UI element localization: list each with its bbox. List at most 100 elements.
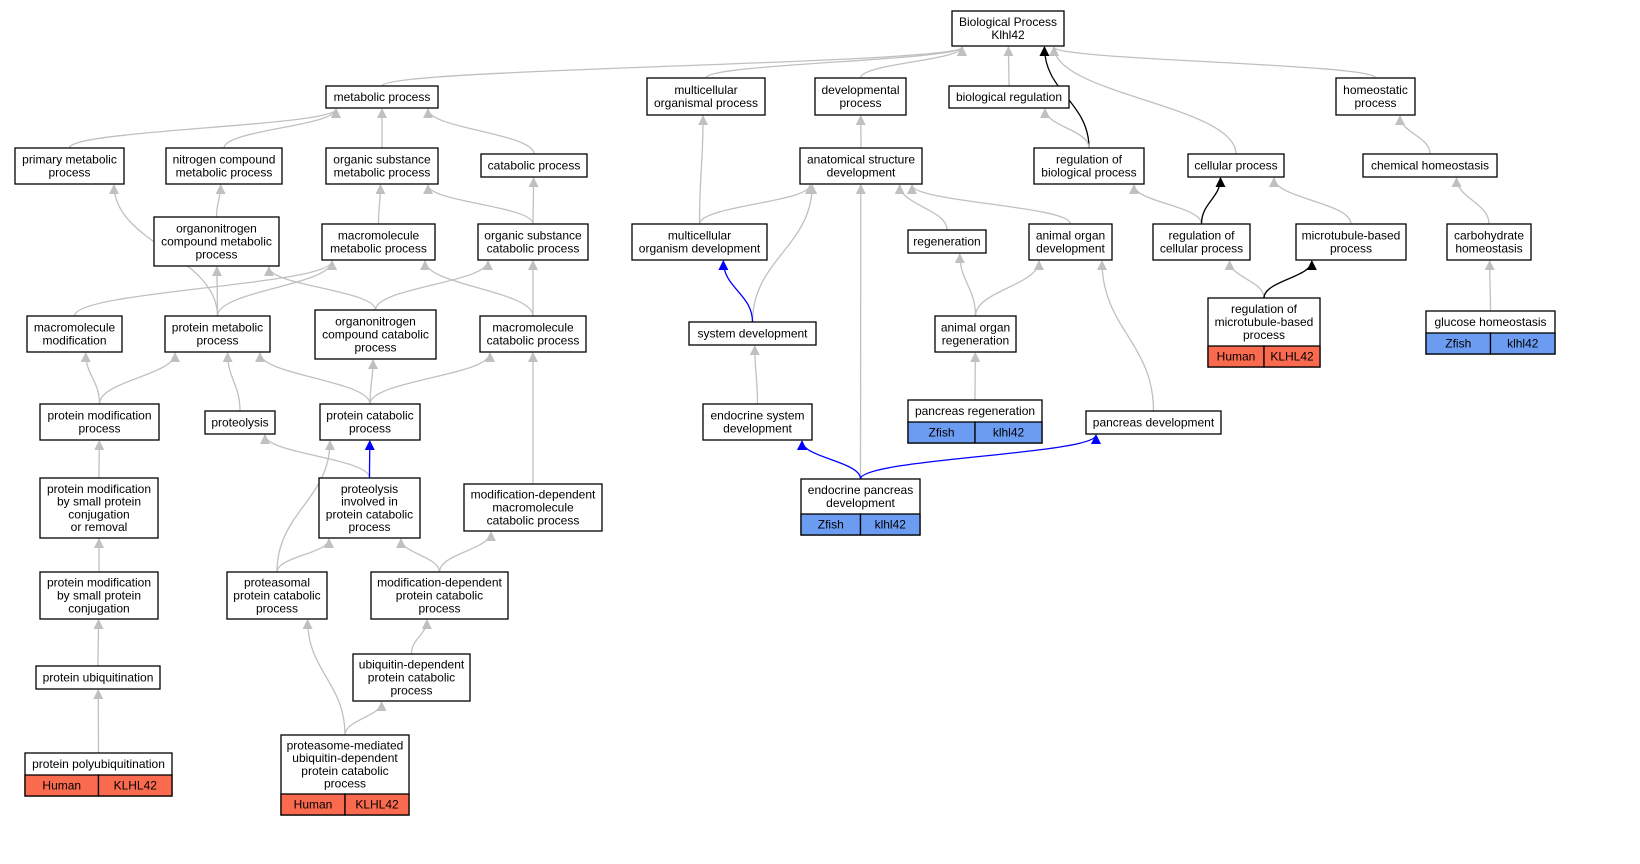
node-box [951, 10, 1065, 47]
node-regeneration: regeneration [907, 229, 987, 254]
node-label-line: development [1036, 241, 1105, 255]
node-box [26, 315, 123, 353]
edge-multicellular-proc-to-bp [705, 46, 967, 79]
node-label-line: process [1330, 241, 1372, 255]
node-label-line: carbohydrate [1454, 229, 1524, 243]
gene-label: KLHL42 [355, 798, 399, 812]
node-label-line: process [196, 333, 238, 347]
edge-endocrine-sys-to-system-dev [749, 345, 760, 405]
node-label-line: organic substance [484, 229, 582, 243]
edge-chem-homeo-to-homeostatic [1395, 115, 1431, 155]
node-box [1085, 410, 1222, 435]
node-label-line: catabolic process [487, 241, 580, 255]
node-label-line: protein catabolic [233, 589, 320, 603]
node-box [477, 223, 589, 261]
node-box [799, 147, 923, 185]
node-label-line: proteasomal [244, 576, 310, 590]
node-mod-dep-macro: modification-dependentmacromoleculecatab… [463, 483, 603, 532]
node-label-line: pancreas development [1093, 416, 1215, 430]
node-label-line: protein modification [47, 576, 151, 590]
node-box [352, 653, 471, 702]
node-label-line: conjugation [68, 601, 129, 615]
node-label-line: proteolysis [211, 416, 268, 430]
node-label-line: organic substance [333, 153, 431, 167]
node-label-line: regulation of [1231, 302, 1298, 316]
node-label-line: protein catabolic [301, 764, 388, 778]
node-label-line: development [826, 496, 895, 510]
node-label-line: microtubule-based [1215, 315, 1314, 329]
node-label-line: organism development [639, 241, 761, 255]
node-label-line: process [48, 165, 90, 179]
species-label: Human [42, 779, 81, 793]
edge-nitrogen-to-metabolic [223, 108, 341, 149]
node-label-line: animal organ [1036, 229, 1105, 243]
edge-prot-met-to-organonitro-met [211, 266, 222, 317]
node-label-line: compound catabolic [322, 328, 429, 342]
node-box [325, 147, 439, 185]
node-label-line: process [324, 777, 366, 791]
node-box [164, 315, 271, 353]
node-system-dev: system development [688, 321, 817, 346]
edge-prot-mod-proc-to-prot-met [98, 352, 180, 405]
node-box [646, 77, 766, 116]
node-bioreg: biological regulation [948, 85, 1070, 109]
node-label-line: process [354, 340, 396, 354]
node-label-line: Klhl42 [991, 28, 1025, 42]
node-label-line: metabolic process [330, 241, 427, 255]
node-box [35, 665, 161, 690]
edge-reg-cell-to-cellular [1200, 177, 1226, 225]
gene-label: KLHL42 [1270, 350, 1314, 364]
node-label-line: developmental [821, 83, 899, 97]
species-label: Zfish [928, 426, 954, 440]
node-label-line: process [418, 601, 460, 615]
node-box [702, 403, 813, 441]
node-box [934, 315, 1017, 353]
node-box [325, 85, 439, 109]
node-prot-ubiq: protein ubiquitination [35, 665, 161, 690]
node-box [314, 309, 437, 360]
node-label-line: development [723, 421, 792, 435]
edge-proteasomal-to-proteolysis-inv [276, 538, 334, 573]
edge-proteasome-mediated-to-ubiquitin-dep [344, 701, 387, 736]
node-label-line: multicellular [674, 83, 737, 97]
node-box [1152, 223, 1251, 261]
node-label-line: metabolic process [176, 165, 273, 179]
node-label-line: by small protein [57, 589, 141, 603]
edge-endocrine-pancreas-to-endocrine-sys [797, 440, 862, 480]
edge-proteasomal-to-prot-cat [276, 440, 335, 573]
node-label-line: modification [42, 333, 106, 347]
node-label-line: pancreas regeneration [915, 404, 1035, 418]
node-label-line: protein modification [47, 409, 151, 423]
edge-org-sub-cat-to-catabolic [528, 177, 539, 225]
node-label-line: proteasome-mediated [287, 738, 404, 752]
node-proteasome-mediated: proteasome-mediatedubiquitin-dependentpr… [280, 734, 410, 816]
edge-reg-microtubule-to-microtubule [1263, 260, 1317, 299]
edge-org-sub-cat-to-org-sub-met [423, 184, 534, 225]
edge-cellular-to-bp [1049, 46, 1237, 155]
edge-mod-dep-prot-to-proteolysis-inv [396, 538, 441, 573]
edge-prot-mod-proc-to-macro-mod [80, 352, 101, 405]
node-box [153, 216, 280, 267]
node-box [1028, 223, 1113, 261]
node-label-line: Biological Process [959, 15, 1057, 29]
edge-microtubule-to-cellular [1269, 177, 1352, 225]
gene-label: klhl42 [1507, 337, 1539, 351]
node-label-line: microtubule-based [1302, 229, 1401, 243]
node-box [631, 223, 768, 261]
edge-prot-met-to-macro-met [216, 260, 337, 317]
gene-cell [974, 421, 1043, 444]
node-box [321, 223, 436, 261]
